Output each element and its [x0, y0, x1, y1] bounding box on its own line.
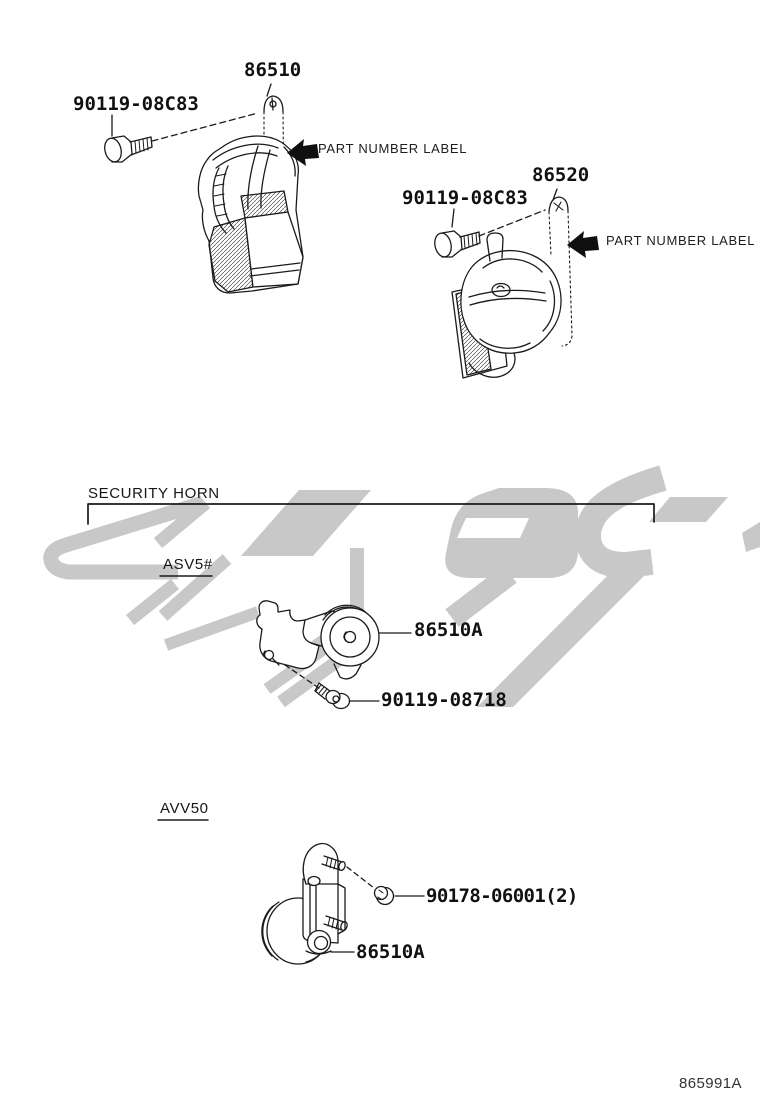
part-number-label-text-right: PART NUMBER LABEL: [606, 233, 756, 248]
bolt-number-top-left: 90119-08C83: [73, 93, 199, 115]
part-number-86520: 86520: [532, 164, 590, 186]
horn-86510-drawing: [197, 95, 304, 294]
bolt-90119-08c83-left-icon: [104, 135, 153, 163]
part-number-86510: 86510: [244, 59, 302, 81]
horn-86510a-asv-drawing: [256, 600, 380, 691]
part-number-label-text-left: PART NUMBER LABEL: [318, 141, 468, 156]
diagram-code: 865991A: [679, 1075, 742, 1092]
bolt-90119-08718-icon: [314, 682, 351, 710]
nut-number-90178-06001: 90178-06001(2): [426, 885, 578, 907]
leader-lines: [111, 83, 558, 953]
horn-86520-drawing: [451, 196, 573, 379]
bolt-number-top-right: 90119-08C83: [402, 187, 528, 209]
nut-90178-06001-icon: [373, 885, 395, 906]
horn-86510a-avv-drawing: [261, 843, 375, 965]
part-number-label-arrow-right-icon: [567, 231, 599, 258]
section-title-security-horn: SECURITY HORN: [88, 485, 220, 502]
security-horn-bracket: [87, 503, 655, 525]
model-code-asv5: ASV5#: [163, 556, 213, 573]
part-number-86510a-avv: 86510A: [356, 941, 425, 963]
bolt-number-90119-08718: 90119-08718: [381, 689, 507, 711]
part-number-label-tab-right: [548, 210, 573, 347]
part-number-86510a-asv: 86510A: [414, 619, 483, 641]
model-code-avv50: AVV50: [160, 800, 209, 817]
bolt-90119-08c83-right-icon: [434, 230, 481, 258]
bolt-alignment-dashed-lines: [151, 112, 546, 237]
part-number-label-arrow-left-icon: [287, 139, 319, 166]
